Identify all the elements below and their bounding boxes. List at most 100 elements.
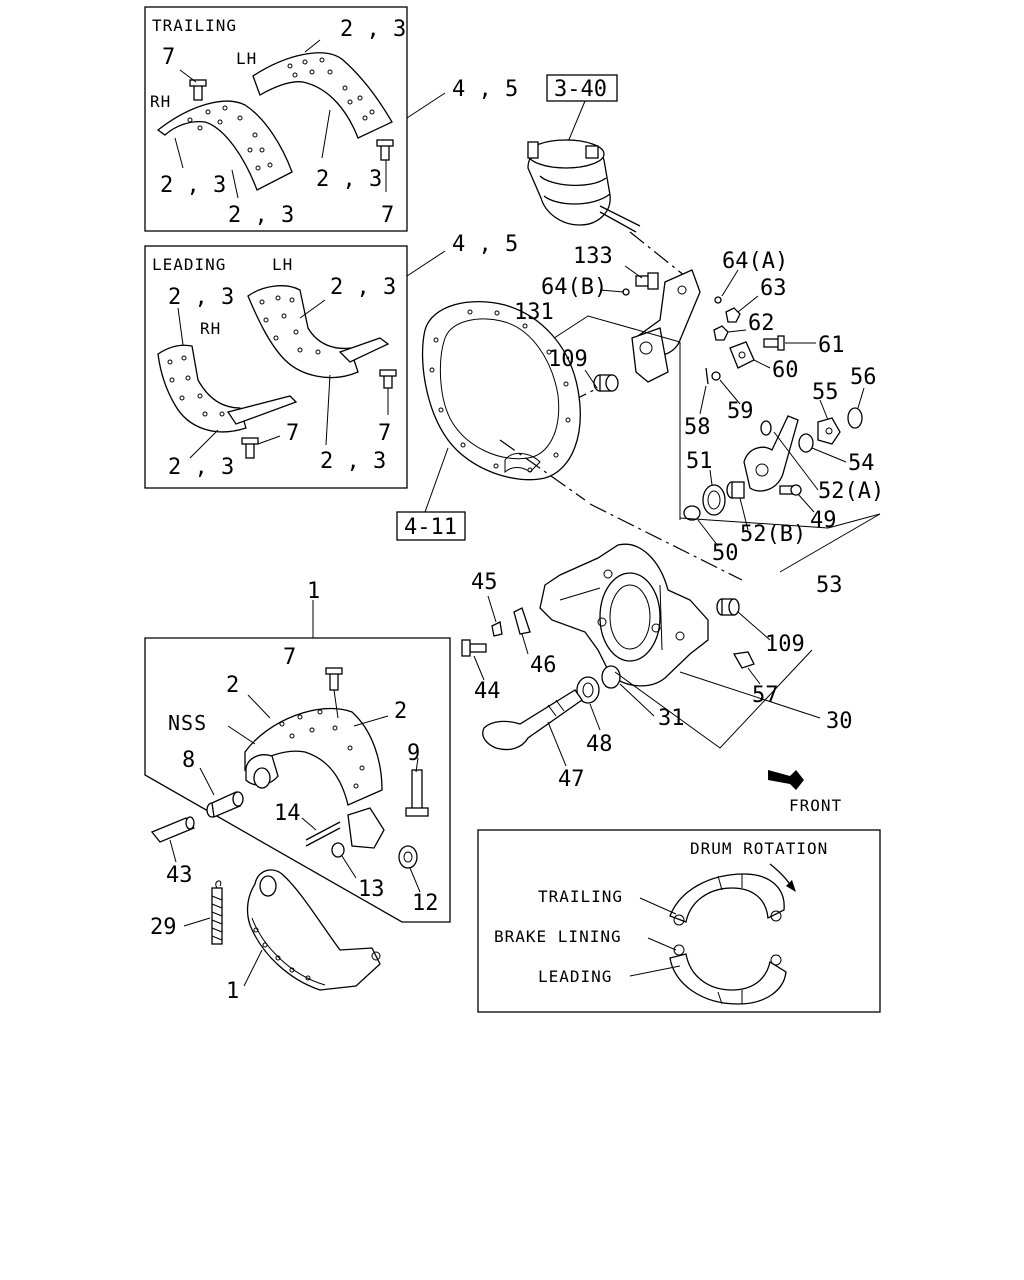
label-46: 46 (530, 653, 557, 678)
leading-bolt-7a (379, 369, 397, 415)
camshaft-47 (482, 689, 583, 751)
rotation-arrow-icon (786, 880, 796, 892)
label-61: 61 (818, 333, 845, 358)
label-t-7b: 7 (381, 203, 394, 228)
pin-52 (760, 420, 772, 436)
trailing-indicator-caption: TRAILING (538, 887, 623, 906)
pin-43 (150, 816, 196, 843)
label-64b: 64(B) (541, 275, 607, 300)
spring-29 (211, 880, 223, 945)
label-63: 63 (760, 276, 787, 301)
label-s-2b: 2 (394, 699, 407, 724)
leading-lh-lining (247, 285, 359, 379)
leading-indicator-caption: LEADING (538, 967, 612, 986)
trailing-bolt-7b (376, 139, 394, 192)
label-50: 50 (712, 541, 739, 566)
label-49: 49 (810, 508, 837, 533)
ref-4-11: 4-11 (404, 515, 457, 540)
label-51: 51 (686, 449, 713, 474)
bolt-61 (763, 335, 816, 351)
label-l-2-3a: 2 , 3 (168, 285, 234, 310)
label-l-7b: 7 (286, 421, 299, 446)
box-label-1: 1 (307, 579, 320, 604)
callout-labels: 133 64(B) 64(A) 63 131 62 61 109 60 55 5… (471, 244, 884, 792)
label-t-4-5: 4 , 5 (452, 77, 518, 102)
pin-58 (705, 367, 709, 385)
washer-12 (398, 845, 418, 869)
ring-56 (847, 407, 863, 429)
bolt-133 (635, 272, 659, 290)
bolt-44 (461, 639, 487, 657)
nut-45 (491, 621, 503, 637)
trailing-bolt-7a (179, 69, 207, 101)
seal-31 (601, 665, 621, 689)
washer-48 (576, 676, 600, 704)
label-62: 62 (748, 311, 775, 336)
label-l-2-3d: 2 , 3 (320, 449, 386, 474)
label-t-2-3d: 2 , 3 (316, 167, 382, 192)
indicator-trailing-lining (669, 873, 785, 923)
trailing-lh-rivets (287, 57, 375, 121)
trailing-lh-lining (252, 52, 393, 139)
label-133: 133 (573, 244, 613, 269)
trailing-lh-caption: LH (236, 49, 257, 68)
leading-lining-box: LEADING LH RH 2 , 3 (144, 245, 408, 489)
label-52b: 52(B) (740, 522, 806, 547)
label-s-1b: 1 (226, 979, 239, 1004)
label-t-7a: 7 (162, 45, 175, 70)
backing-plate (421, 300, 581, 481)
washer-54 (798, 433, 814, 453)
label-60: 60 (772, 358, 799, 383)
label-s-29: 29 (150, 915, 177, 940)
seal-51 (702, 484, 726, 516)
bolt-49 (779, 484, 802, 496)
bushing-109b (716, 598, 740, 616)
clevis-60 (729, 341, 755, 369)
plate-55 (817, 417, 841, 445)
label-59: 59 (727, 399, 754, 424)
nut-62 (713, 325, 729, 341)
label-109b: 109 (765, 632, 805, 657)
label-47: 47 (558, 767, 585, 792)
label-l-4-5: 4 , 5 (452, 232, 518, 257)
ref-3-40: 3-40 (554, 77, 607, 102)
trailing-lining-box: TRAILING LH RH (144, 6, 408, 232)
pin-14 (305, 821, 341, 841)
label-52a: 52(A) (818, 479, 884, 504)
shoe-assembly-box: 1 (144, 579, 451, 923)
label-58: 58 (684, 415, 711, 440)
label-s-12: 12 (412, 891, 439, 916)
front-caption: FRONT (789, 796, 842, 815)
shoe-1-lower (246, 869, 381, 991)
trailing-rh-lining (156, 100, 293, 191)
leading-title: LEADING (152, 255, 226, 274)
label-57: 57 (752, 683, 779, 708)
drum-rotation-title: DRUM ROTATION (690, 839, 828, 858)
label-t-2-3c: 2 , 3 (228, 203, 294, 228)
label-48: 48 (586, 732, 613, 757)
washer-64a (714, 296, 722, 304)
label-109a: 109 (548, 347, 588, 372)
arm-52a (743, 415, 799, 492)
fitting-57 (732, 651, 755, 669)
label-s-7: 7 (283, 645, 296, 670)
spider-housing (539, 543, 709, 687)
label-131: 131 (514, 300, 554, 325)
clip-13 (331, 842, 345, 858)
leading-rh-caption: RH (200, 319, 221, 338)
bushing-109a (593, 374, 619, 392)
label-s-2a: 2 (226, 673, 239, 698)
leading-rh-rivets (167, 355, 225, 417)
label-t-2-3b: 2 , 3 (160, 173, 226, 198)
bracket-46 (513, 607, 531, 635)
label-t-2-3a: 2 , 3 (340, 17, 406, 42)
label-s-8: 8 (182, 748, 195, 773)
label-s-43: 43 (166, 863, 193, 888)
label-l-2-3c: 2 , 3 (168, 455, 234, 480)
label-31: 31 (658, 706, 685, 731)
ref-box-3-40 (546, 74, 618, 102)
trailing-title: TRAILING (152, 16, 237, 35)
front-arrow-icon (768, 770, 804, 790)
label-l-7a: 7 (378, 421, 391, 446)
